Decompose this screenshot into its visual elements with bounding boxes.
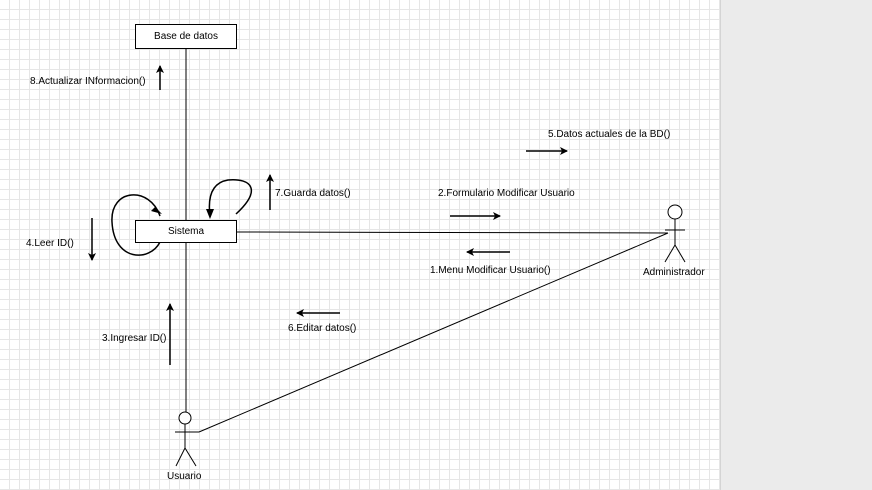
- self-loop-arrowhead: [151, 207, 162, 214]
- side-panel: [720, 0, 872, 490]
- message-7-label: 7.Guarda datos(): [275, 188, 351, 199]
- actor-administrador-figure[interactable]: [664, 204, 686, 263]
- actor-usuario-figure[interactable]: [175, 411, 199, 467]
- diagram-canvas[interactable]: Base de datos Sistema Administrador Usua…: [0, 0, 720, 490]
- self-loop-read-id[interactable]: [111, 194, 161, 256]
- link-user-admin[interactable]: [198, 232, 669, 433]
- database-object[interactable]: Base de datos: [135, 24, 237, 49]
- message-4-label: 4.Leer ID(): [26, 238, 74, 249]
- diagram-svg: [88, 48, 686, 467]
- actor-usuario-label: Usuario: [167, 471, 202, 482]
- message-5-label: 5.Datos actuales de la BD(): [548, 129, 671, 140]
- system-object[interactable]: Sistema: [135, 220, 237, 243]
- actor-administrador-label: Administrador: [643, 267, 705, 278]
- link-system-admin[interactable]: [235, 231, 669, 234]
- message-6-label: 6.Editar datos(): [288, 323, 357, 334]
- message-3-label: 3.Ingresar ID(): [102, 333, 167, 344]
- message-8-label: 8.Actualizar INformacion(): [30, 76, 146, 87]
- message-1-label: 1.Menu Modificar Usuario(): [430, 265, 551, 276]
- self-loop-save-data[interactable]: [208, 179, 253, 217]
- message-2-label: 2.Formulario Modificar Usuario: [438, 188, 575, 199]
- self-loop-arrowhead: [206, 209, 214, 219]
